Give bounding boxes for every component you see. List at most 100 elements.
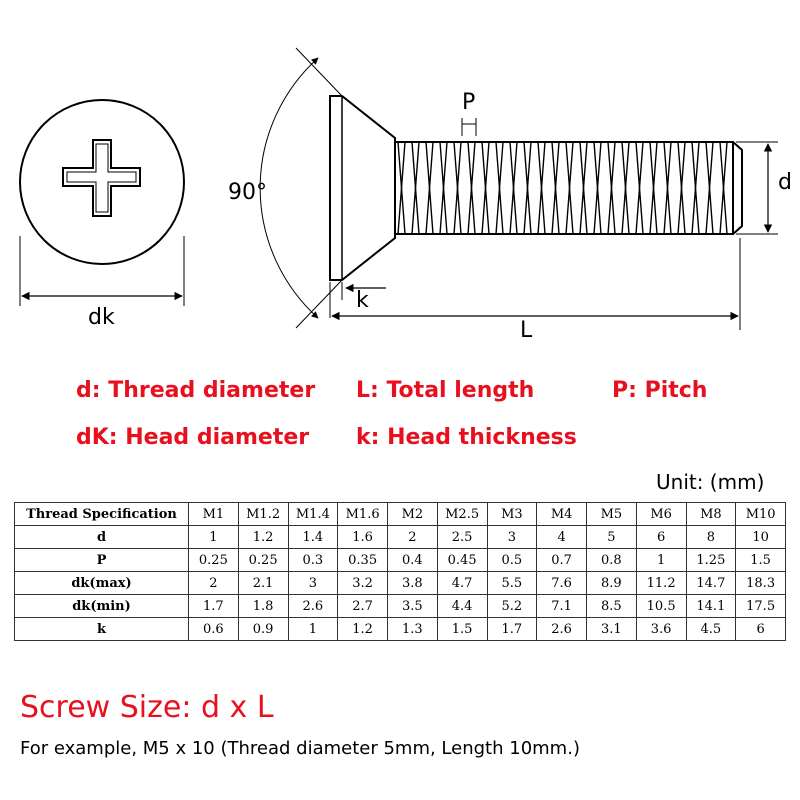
table-cell: 1.5 [436, 617, 488, 641]
table-cell: 1 [287, 617, 339, 641]
table-cell: 0.35 [337, 548, 388, 572]
thread-pattern [397, 141, 728, 235]
thread-line [621, 141, 630, 235]
row-label: d [14, 525, 189, 549]
table-cell: 1 [635, 548, 687, 572]
angle-label: 90° [228, 180, 267, 205]
head-diameter-label: dk [88, 305, 115, 330]
table-cell: 0.9 [237, 617, 289, 641]
thread-line [593, 141, 602, 235]
thread-line [509, 141, 518, 235]
row-label: P [14, 548, 189, 572]
table-cell: 14.1 [685, 594, 737, 618]
angle-arc [259, 57, 319, 319]
phillips-cross-recess [62, 139, 141, 217]
table-cell: 1.2 [337, 617, 388, 641]
table-cell: 4.7 [436, 571, 488, 595]
table-cell: 10 [735, 525, 786, 549]
table-cell: 5.2 [486, 594, 538, 618]
table-cell: 3.5 [387, 594, 438, 618]
row-label: dk(max) [14, 571, 189, 595]
table-cell: 8.5 [586, 594, 637, 618]
header-size-m10: M10 [735, 502, 786, 526]
thread-line [579, 141, 588, 235]
thread-line [453, 141, 462, 235]
table-cell: 14.7 [685, 571, 737, 595]
thread-line [663, 141, 672, 235]
thread-body [394, 141, 734, 235]
head-thickness-label: k [356, 288, 369, 313]
countersunk-head [329, 95, 396, 281]
thread-line [439, 141, 448, 235]
thread-tip [732, 141, 743, 235]
pitch-label: P [462, 90, 476, 115]
thread-line [481, 141, 490, 235]
table-cell: 2.5 [436, 525, 488, 549]
table-cell: 3.6 [635, 617, 687, 641]
table-cell: 1.7 [486, 617, 538, 641]
legend-total-length: L: Total length [356, 378, 535, 403]
table-cell: 0.5 [486, 548, 538, 572]
table-cell: 3.8 [387, 571, 438, 595]
legend-head-thickness: k: Head thickness [356, 425, 577, 450]
table-cell: 17.5 [735, 594, 786, 618]
thread-line [607, 141, 616, 235]
table-cell: 0.3 [287, 548, 339, 572]
header-size-m1-4: M1.4 [287, 502, 339, 526]
thread-line [719, 141, 728, 235]
thread-line [705, 141, 714, 235]
table-cell: 2.7 [337, 594, 388, 618]
table-cell: 6 [635, 525, 687, 549]
table-cell: 5 [586, 525, 637, 549]
thread-line [411, 141, 420, 235]
table-cell: 8.9 [586, 571, 637, 595]
header-size-m8: M8 [685, 502, 737, 526]
header-size-m1: M1 [188, 502, 239, 526]
table-cell: 2.6 [287, 594, 339, 618]
unit-label: Unit: (mm) [656, 470, 765, 494]
thread-line [551, 141, 560, 235]
table-cell: 3 [287, 571, 339, 595]
phillips-cross-inner [66, 143, 137, 213]
thread-line [691, 141, 700, 235]
head-circle [19, 99, 185, 265]
table-cell: 1.8 [237, 594, 289, 618]
table-cell: 1.3 [387, 617, 438, 641]
table-cell: 1.25 [685, 548, 737, 572]
thread-line [649, 141, 658, 235]
table-cell: 0.45 [436, 548, 488, 572]
table-cell: 7.6 [536, 571, 587, 595]
table-cell: 0.6 [188, 617, 239, 641]
table-cell: 2 [188, 571, 239, 595]
table-cell: 7.1 [536, 594, 587, 618]
table-cell: 3.1 [586, 617, 637, 641]
header-size-m2: M2 [387, 502, 438, 526]
example-text: For example, M5 x 10 (Thread diameter 5m… [20, 738, 580, 759]
header-size-m3: M3 [486, 502, 538, 526]
legend-head-diameter: dK: Head diameter [76, 425, 310, 450]
diameter-label: d [778, 170, 792, 195]
header-size-m2-5: M2.5 [436, 502, 488, 526]
legend-pitch: P: Pitch [612, 378, 708, 403]
header-size-m5: M5 [586, 502, 637, 526]
header-thread-specification: Thread Specification [14, 502, 189, 526]
table-cell: 0.8 [586, 548, 637, 572]
row-label: k [14, 617, 189, 641]
table-cell: 4.5 [685, 617, 737, 641]
table-cell: 2.6 [536, 617, 587, 641]
head-top-view [19, 99, 185, 306]
thread-line [677, 141, 686, 235]
table-cell: 1.7 [188, 594, 239, 618]
table-cell: 10.5 [635, 594, 687, 618]
legend-thread-diameter: d: Thread diameter [76, 378, 316, 403]
screw-technical-drawing [19, 47, 778, 330]
row-label: dk(min) [14, 594, 189, 618]
thread-line [495, 141, 504, 235]
thread-line [537, 141, 546, 235]
table-cell: 1 [188, 525, 239, 549]
table-cell: 0.7 [536, 548, 587, 572]
